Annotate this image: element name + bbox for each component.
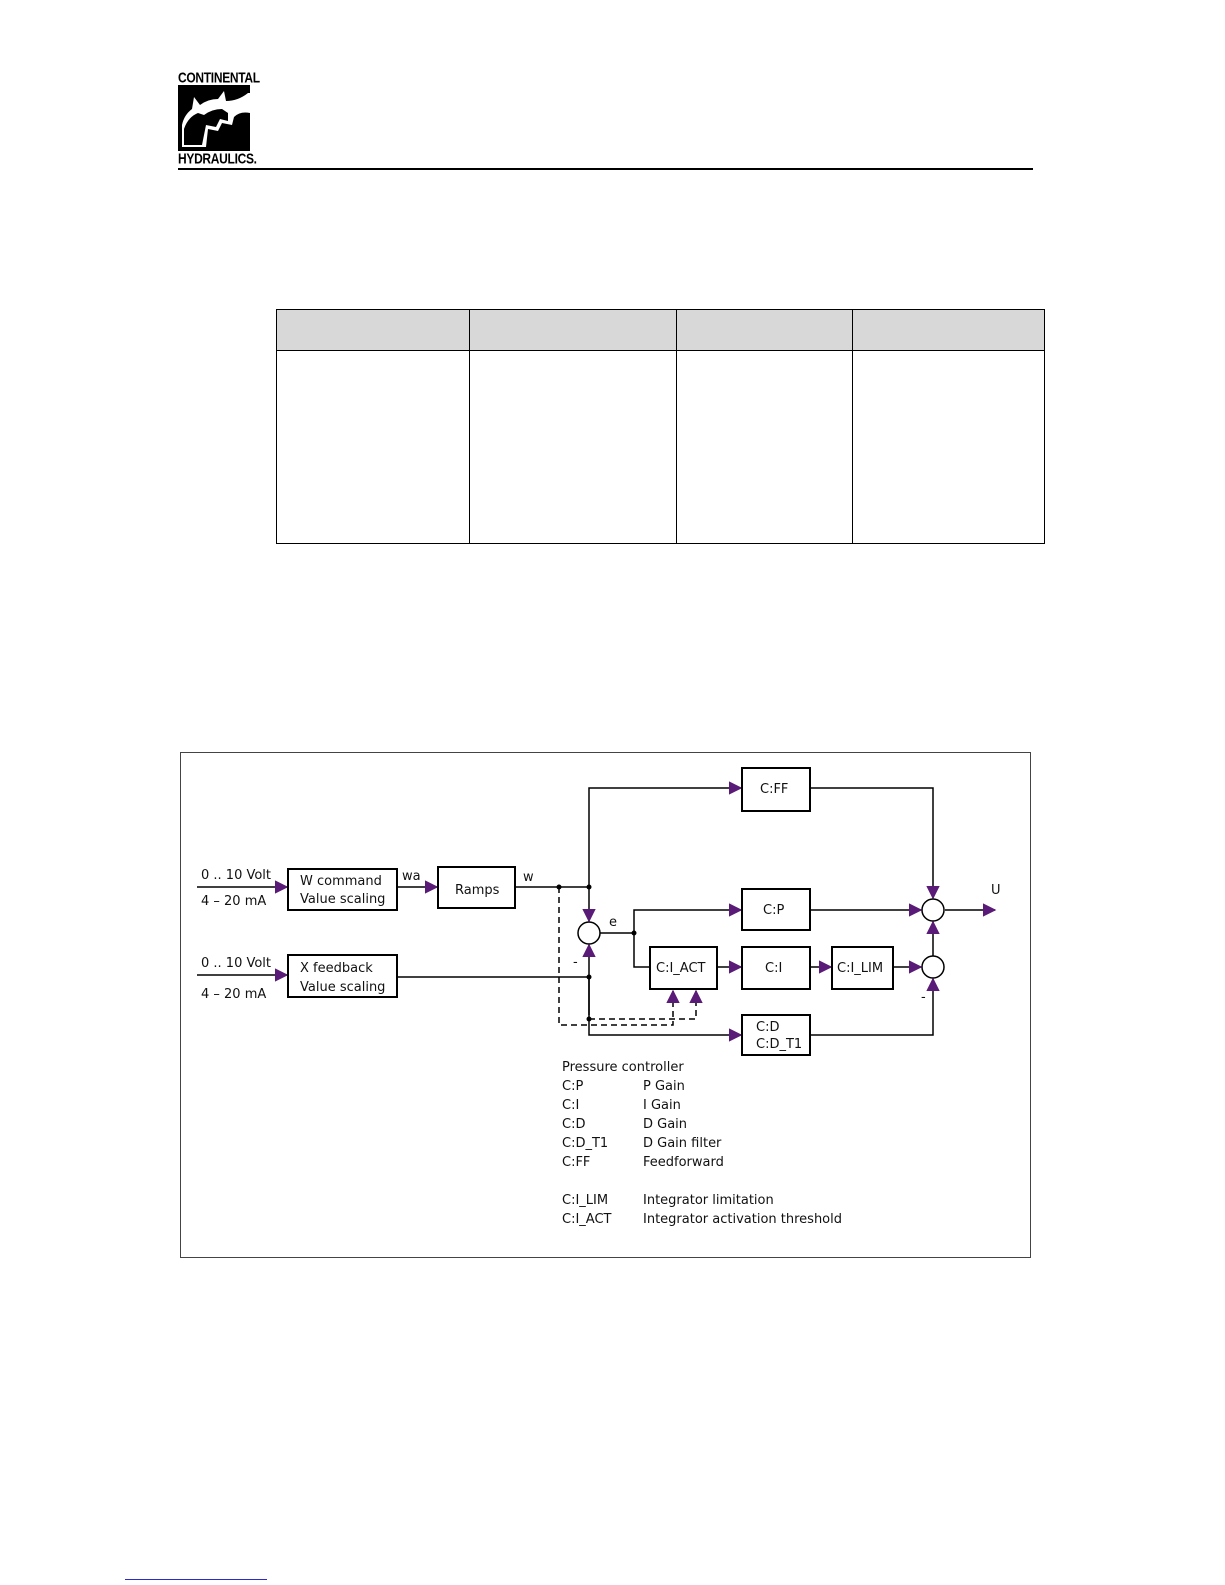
input-1-current: 4 – 20 mA xyxy=(201,894,266,909)
header-rule xyxy=(178,168,1033,170)
d-block xyxy=(741,1014,811,1056)
signal-wa: wa xyxy=(402,869,421,884)
ilim-label: C:I_LIM xyxy=(837,961,883,976)
legend-desc: Integrator activation threshold xyxy=(643,1212,842,1227)
output-summer xyxy=(921,898,945,922)
input-2-voltage: 0 .. 10 Volt xyxy=(201,956,271,971)
w-block-line1: W command xyxy=(300,874,382,889)
legend-desc: D Gain xyxy=(643,1117,687,1132)
blocks xyxy=(287,767,894,1056)
table-header-cell xyxy=(276,309,470,351)
table-header-cell xyxy=(468,309,678,351)
iact-label: C:I_ACT xyxy=(656,961,706,976)
table-cell xyxy=(276,350,470,544)
table-cell xyxy=(468,350,678,544)
logo-text-bottom: HYDRAULICS. xyxy=(178,149,257,168)
dashed-x-line xyxy=(589,989,703,1020)
e-to-p-line xyxy=(633,903,743,933)
legend-code: C:FF xyxy=(562,1155,590,1170)
logo-text-top: CONTINENTAL xyxy=(178,68,260,87)
signal-lines xyxy=(197,781,997,1042)
x-block-line1: X feedback xyxy=(300,961,373,976)
company-logo: CONTINENTAL HYDRAULICS. xyxy=(178,70,260,168)
w-scaling-block xyxy=(287,868,398,911)
block-diagram-svg: W command Value scaling Ramps X feedback… xyxy=(197,767,1001,1227)
x-scaling-block xyxy=(287,954,398,998)
d-to-summer-line xyxy=(810,977,940,1036)
input-2-current: 4 – 20 mA xyxy=(201,987,266,1002)
iact-block xyxy=(649,946,718,990)
d-label-line2: C:D_T1 xyxy=(756,1037,802,1052)
signal-u: U xyxy=(991,883,1001,898)
legend-desc: Feedforward xyxy=(643,1155,724,1170)
error-summer xyxy=(577,921,601,945)
x-block-line2: Value scaling xyxy=(300,980,385,995)
ff-label: C:FF xyxy=(760,782,788,797)
minus-sign-error: - xyxy=(573,955,578,970)
ramps-label: Ramps xyxy=(455,883,500,898)
x-to-d-line xyxy=(588,977,743,1042)
junction-dots xyxy=(556,884,637,1022)
i-label: C:I xyxy=(765,961,782,976)
summing-junctions xyxy=(577,898,945,979)
table-cell xyxy=(852,350,1045,544)
ramps-block xyxy=(437,866,516,909)
signal-w: w xyxy=(523,870,534,885)
ilim-block xyxy=(831,946,894,990)
p-block xyxy=(741,888,811,931)
ff-output-line xyxy=(810,787,940,900)
w-block-line2: Value scaling xyxy=(300,892,385,907)
table-header-cell xyxy=(676,309,854,351)
table-row xyxy=(276,350,1045,544)
minus-sign-integrator: - xyxy=(921,990,926,1005)
legend-rows: C:P P Gain C:I I Gain C:D D Gain C:D_T1 … xyxy=(562,1079,842,1227)
e-to-iact-line xyxy=(633,933,649,968)
legend-desc: Integrator limitation xyxy=(643,1193,774,1208)
legend-desc: D Gain filter xyxy=(643,1136,722,1151)
dashed-lines xyxy=(558,887,703,1026)
legend-code: C:D xyxy=(562,1117,585,1132)
table-header-row xyxy=(276,309,1045,351)
legend-desc: I Gain xyxy=(643,1098,681,1113)
p-label: C:P xyxy=(763,903,784,918)
dashed-w-line xyxy=(558,887,680,1026)
input-1-voltage: 0 .. 10 Volt xyxy=(201,868,271,883)
legend-desc: P Gain xyxy=(643,1079,685,1094)
legend-code: C:I_ACT xyxy=(562,1212,612,1227)
i-block xyxy=(741,946,811,990)
d-label-line1: C:D xyxy=(756,1020,779,1035)
ff-branch-line xyxy=(588,781,743,887)
ff-block xyxy=(741,767,811,812)
legend-code: C:P xyxy=(562,1079,583,1094)
rhino-logo-icon xyxy=(178,85,250,151)
footer-link-underline[interactable] xyxy=(125,1579,267,1580)
legend-title: Pressure controller xyxy=(562,1060,684,1075)
table-cell xyxy=(676,350,854,544)
controller-block-diagram: W command Value scaling Ramps X feedback… xyxy=(180,752,1031,1258)
signal-e: e xyxy=(609,915,617,930)
integrator-summer xyxy=(921,955,945,979)
parameter-table xyxy=(276,309,1045,544)
legend-code: C:D_T1 xyxy=(562,1136,608,1151)
legend-code: C:I xyxy=(562,1098,579,1113)
table-header-cell xyxy=(852,309,1045,351)
legend-code: C:I_LIM xyxy=(562,1193,608,1208)
